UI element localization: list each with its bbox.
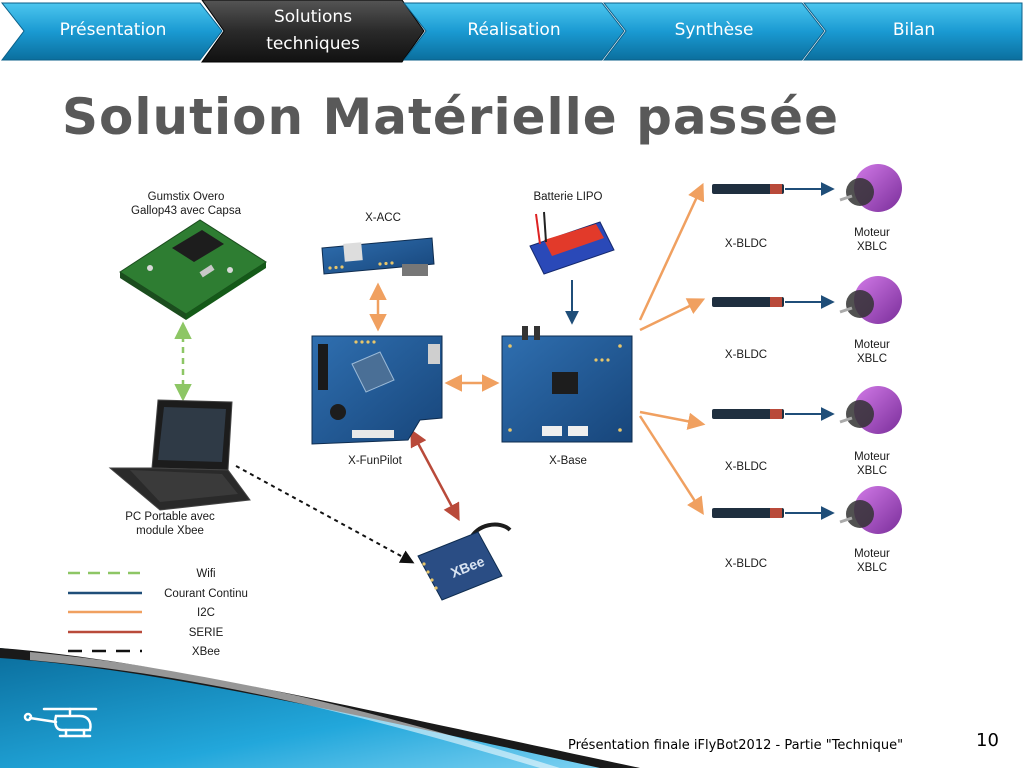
laptop-label-line2: module Xbee <box>136 525 204 537</box>
tab-bilan-label: Bilan <box>893 20 935 40</box>
legend-xbee-label: XBee <box>192 646 220 658</box>
i2c-link-bldc-2 <box>639 298 706 332</box>
nav-bar: Présentation Solutions techniques Réalis… <box>0 0 1023 63</box>
serial-link <box>410 428 460 522</box>
battery-image <box>529 211 615 275</box>
legend-xbee: XBee <box>68 646 220 658</box>
xbee-link <box>235 465 415 564</box>
legend-courant-continu-label: Courant Continu <box>164 588 248 600</box>
tab-realisation[interactable]: Réalisation <box>402 2 625 61</box>
motor-label-3-line1: Moteur <box>854 451 890 463</box>
xbase-label: X-Base <box>549 455 587 467</box>
motor-label-4-line2: XBLC <box>857 562 887 574</box>
footer-text: Présentation finale iFlyBot2012 - Partie… <box>568 738 903 753</box>
tab-solutions-label-line1: Solutions <box>274 7 352 27</box>
legend-wifi-label: Wifi <box>196 568 215 580</box>
xbee-module: XBee <box>417 522 512 601</box>
legend-i2c: I2C <box>68 607 215 619</box>
legend-courant-continu: Courant Continu <box>68 588 248 600</box>
connections <box>174 182 835 564</box>
motor-label-2-line1: Moteur <box>854 339 890 351</box>
xbldc-label-1: X-BLDC <box>725 238 767 250</box>
laptop-label-line1: PC Portable avec <box>125 511 215 523</box>
tab-presentation-label: Présentation <box>60 20 167 40</box>
gumstix-label-line2: Gallop43 avec Capsa <box>131 205 242 217</box>
gumstix-label-line1: Gumstix Overo <box>148 191 225 203</box>
motor-label-1-line2: XBLC <box>857 241 887 253</box>
legend-serie-label: SERIE <box>189 627 224 639</box>
xacc-board <box>321 237 435 276</box>
helicopter-logo-icon <box>23 707 98 738</box>
bldc-row-3: X-BLDC Moteur XBLC <box>712 386 902 477</box>
xfunpilot-board <box>311 335 443 445</box>
xbase-board <box>501 326 633 443</box>
tab-bilan[interactable]: Bilan <box>802 2 1023 61</box>
footer-decoration <box>0 648 640 768</box>
tab-realisation-label: Réalisation <box>467 20 560 40</box>
motor-label-1-line1: Moteur <box>854 227 890 239</box>
xfunpilot-label: X-FunPilot <box>348 455 402 467</box>
motor-3 <box>839 386 902 434</box>
legend-wifi: Wifi <box>68 568 216 580</box>
motor-label-2-line2: XBLC <box>857 353 887 365</box>
xbldc-label-2: X-BLDC <box>725 349 767 361</box>
battery-label: Batterie LIPO <box>533 191 602 203</box>
xbldc-label-4: X-BLDC <box>725 558 767 570</box>
xacc-label: X-ACC <box>365 212 401 224</box>
motor-2 <box>839 276 902 324</box>
motor-label-3-line2: XBLC <box>857 465 887 477</box>
gumstix-board <box>119 219 267 320</box>
tab-presentation[interactable]: Présentation <box>0 2 223 61</box>
slide-title: Solution Matérielle passée <box>62 88 839 146</box>
bldc-row-1: X-BLDC Moteur XBLC <box>712 164 902 253</box>
legend: Wifi Courant Continu I2C SERIE XBee <box>68 568 248 658</box>
bldc-row-2: X-BLDC Moteur XBLC <box>712 276 902 365</box>
motor-label-4-line1: Moteur <box>854 548 890 560</box>
motor-1 <box>839 164 902 212</box>
laptop-image <box>108 399 251 511</box>
i2c-link-bldc-1 <box>638 182 705 321</box>
tab-solutions-techniques[interactable]: Solutions techniques <box>201 0 425 63</box>
tab-solutions-label-line2: techniques <box>266 34 360 54</box>
motor-4 <box>839 486 902 534</box>
tab-synthese-label: Synthèse <box>675 20 754 40</box>
tab-synthese[interactable]: Synthèse <box>602 2 825 61</box>
legend-i2c-label: I2C <box>197 607 215 619</box>
xbldc-label-3: X-BLDC <box>725 461 767 473</box>
page-number: 10 <box>976 730 999 751</box>
i2c-link-bldc-4 <box>638 415 704 515</box>
i2c-link-bldc-3 <box>639 410 706 430</box>
bldc-row-4: X-BLDC Moteur XBLC <box>712 486 902 574</box>
legend-serie: SERIE <box>68 627 224 639</box>
